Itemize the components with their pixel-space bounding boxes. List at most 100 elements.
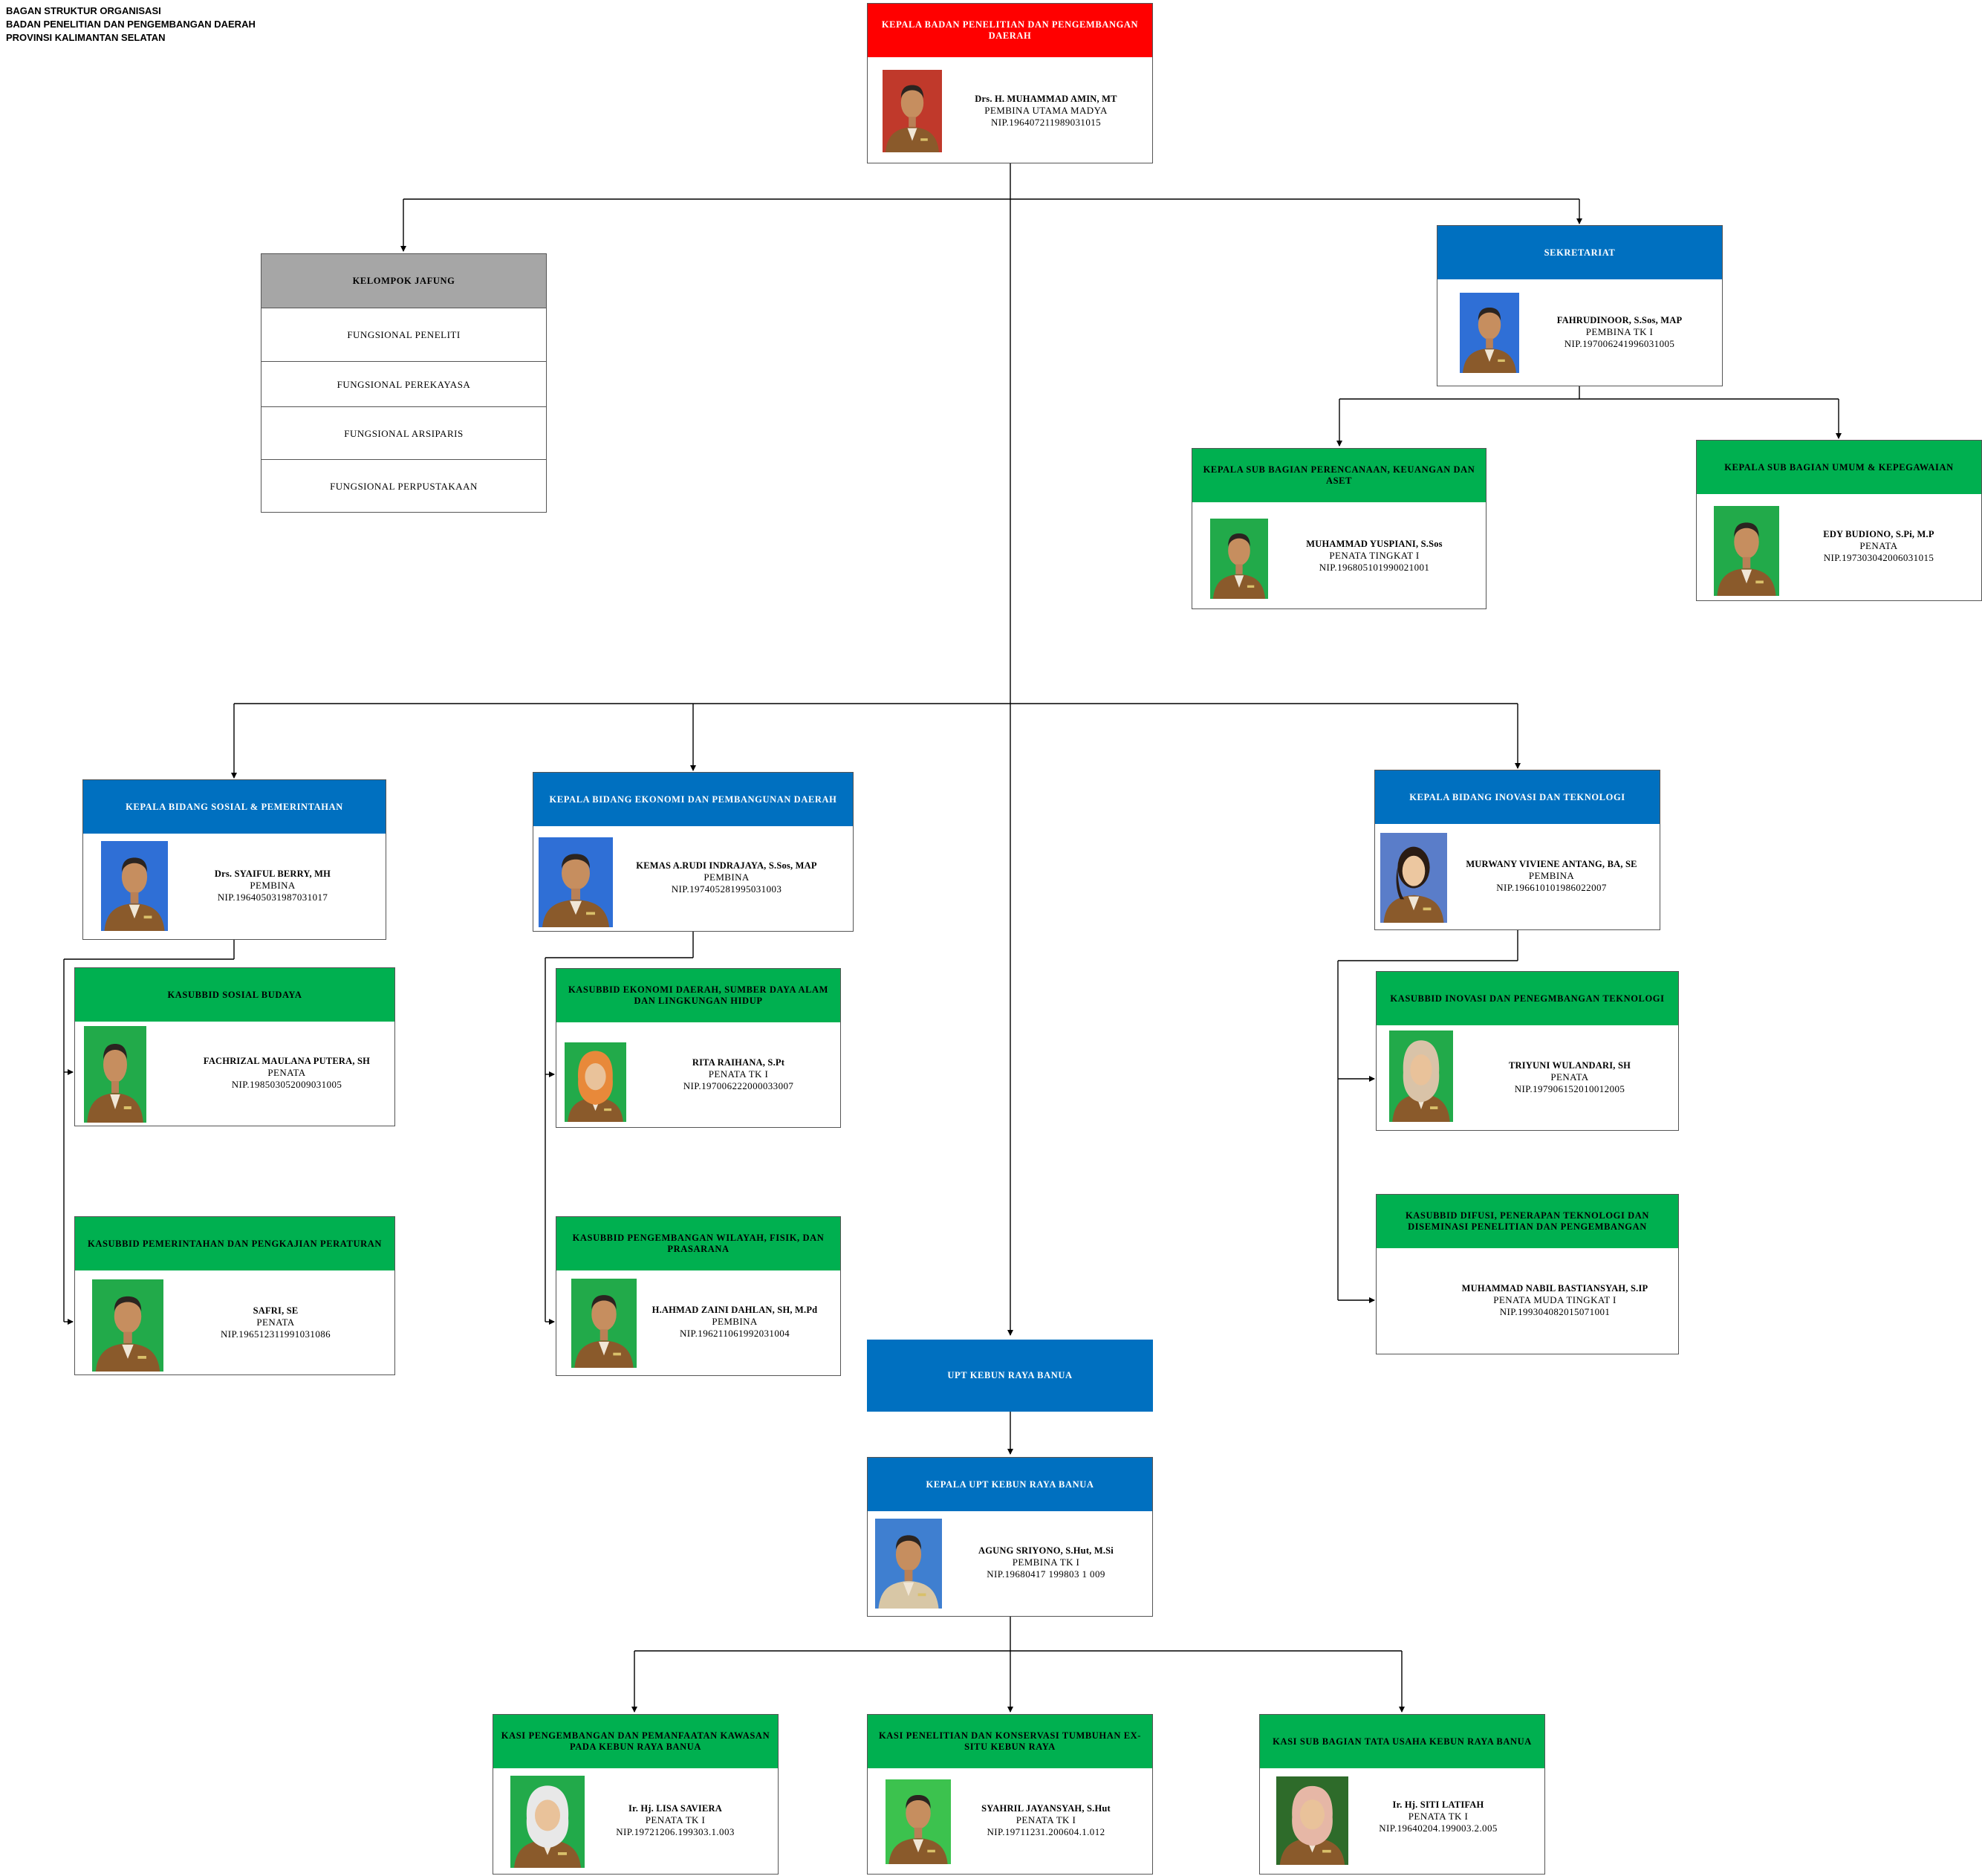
kasubbid-inovasi-info: TRIYUNI WULANDARI, SH PENATA NIP.1979061… [1473,1059,1666,1095]
kasi-penelitian-nip: NIP.19711231.200604.1.012 [987,1826,1105,1837]
kepala-upt-rank: PEMBINA TK I [1012,1557,1080,1568]
kepala-upt-nip: NIP.19680417 199803 1 009 [987,1568,1105,1580]
bidang-inovasi-title: KEPALA BIDANG INOVASI DAN TEKNOLOGI [1375,770,1660,824]
kasubbid-wilayah-info: H.AHMAD ZAINI DAHLAN, SH, M.Pd PEMBINA N… [638,1304,831,1340]
kasubbag-tu-rank: PENATA TK I [1408,1811,1469,1822]
kasi-penelitian-info: SYAHRIL JAYANSYAH, S.Hut PENATA TK I NIP… [949,1802,1143,1838]
kasubbid-sosbud-box: KASUBBID SOSIAL BUDAYA FACHRIZAL MAULANA… [74,967,395,1126]
kasubbid-difusi-rank: PENATA MUDA TINGKAT I [1493,1294,1617,1305]
subbag-perencanaan-info: MUHAMMAD YUSPIANI, S.Sos PENATA TINGKAT … [1274,538,1475,574]
kasubbid-ekonomi-nip: NIP.197006222000033007 [683,1080,794,1091]
subbag-perencanaan-nip: NIP.196805101990021001 [1319,562,1430,573]
kasubbid-pemerintahan-rank: PENATA [256,1317,295,1328]
kasubbid-sosbud-nip: NIP.198503052009031005 [231,1079,342,1090]
kasubbid-sosbud-photo [84,1026,146,1123]
kasi-pengembangan-box: KASI PENGEMBANGAN DAN PEMANFAATAN KAWASA… [493,1714,779,1875]
kepala-badan-title: KEPALA BADAN PENELITIAN DAN PENGEMBANGAN… [868,4,1152,57]
kasi-pengembangan-info: Ir. Hj. LISA SAVIERA PENATA TK I NIP.197… [582,1802,768,1838]
chart-title: BAGAN STRUKTUR ORGANISASI BADAN PENELITI… [6,4,256,45]
kepala-badan-info: Drs. H. MUHAMMAD AMIN, MT PEMBINA UTAMA … [949,93,1143,129]
sekretariat-box: SEKRETARIAT FAHRUDINOOR, S.Sos, MAP PEMB… [1437,225,1723,386]
subbag-umum-name: EDY BUDIONO, S.Pi, M.P [1823,529,1934,539]
subbag-umum-photo [1714,506,1779,596]
bidang-inovasi-name: MURWANY VIVIENE ANTANG, BA, SE [1466,859,1637,869]
sekretariat-title: SEKRETARIAT [1437,226,1722,279]
kasi-pengembangan-rank: PENATA TK I [645,1814,706,1825]
kasi-pengembangan-name: Ir. Hj. LISA SAVIERA [628,1803,722,1814]
sekretariat-info: FAHRUDINOOR, S.Sos, MAP PEMBINA TK I NIP… [1527,314,1712,350]
kasubbid-wilayah-name: H.AHMAD ZAINI DAHLAN, SH, M.Pd [652,1305,818,1315]
kasubbid-inovasi-rank: PENATA [1550,1071,1589,1083]
bidang-ekonomi-name: KEMAS A.RUDI INDRAJAYA, S.Sos, MAP [636,860,817,871]
kasi-penelitian-title: KASI PENELITIAN DAN KONSERVASI TUMBUHAN … [868,1715,1152,1768]
kasubbid-ekonomi-info: RITA RAIHANA, S.Pt PENATA TK I NIP.19700… [646,1057,831,1092]
kasubbid-difusi-nip: NIP.199304082015071001 [1499,1306,1611,1317]
sekretariat-nip: NIP.197006241996031005 [1564,338,1675,349]
chart-title-line-2: BADAN PENELITIAN DAN PENGEMBANGAN DAERAH [6,19,256,30]
kasubbid-pemerintahan-name: SAFRI, SE [253,1305,299,1316]
bidang-ekonomi-photo [539,837,613,927]
kasubbid-wilayah-photo [571,1279,637,1368]
kasubbid-inovasi-photo [1389,1030,1453,1122]
bidang-inovasi-rank: PEMBINA [1528,870,1575,881]
upt-title: UPT KEBUN RAYA BANUA [867,1340,1153,1412]
kasubbid-wilayah-nip: NIP.196211061992031004 [679,1328,790,1339]
kasi-penelitian-rank: PENATA TK I [1016,1814,1076,1825]
kasubbid-wilayah-rank: PEMBINA [712,1316,758,1327]
kasi-pengembangan-photo [510,1776,585,1868]
bidang-sosial-title: KEPALA BIDANG SOSIAL & PEMERINTAHAN [83,780,386,834]
kepala-upt-photo [875,1519,942,1609]
bidang-ekonomi-nip: NIP.197405281995031003 [671,883,782,895]
kasi-penelitian-name: SYAHRIL JAYANSYAH, S.Hut [981,1803,1111,1814]
kasubbid-wilayah-box: KASUBBID PENGEMBANGAN WILAYAH, FISIK, DA… [556,1216,841,1376]
kasubbid-pemerintahan-box: KASUBBID PEMERINTAHAN DAN PENGKAJIAN PER… [74,1216,395,1375]
subbag-umum-title: KEPALA SUB BAGIAN UMUM & KEPEGAWAIAN [1697,441,1981,494]
bidang-inovasi-box: KEPALA BIDANG INOVASI DAN TEKNOLOGI MURW… [1374,770,1660,930]
kasubbag-tu-photo [1276,1776,1348,1865]
sekretariat-rank: PEMBINA TK I [1585,326,1654,337]
kepala-upt-info: AGUNG SRIYONO, S.Hut, M.Si PEMBINA TK I … [949,1545,1143,1580]
kasubbag-tu-title: KASI SUB BAGIAN TATA USAHA KEBUN RAYA BA… [1260,1715,1544,1768]
kepala-badan-photo [883,70,942,152]
kepala-badan-nip: NIP.196407211989031015 [990,117,1102,128]
sekretariat-photo [1460,293,1519,373]
kasubbid-ekonomi-rank: PENATA TK I [708,1068,769,1080]
bidang-sosial-photo [101,841,168,931]
kasubbag-tu-nip: NIP.19640204.199003.2.005 [1379,1823,1498,1834]
bidang-sosial-rank: PEMBINA [250,880,296,891]
kepala-upt-title: KEPALA UPT KEBUN RAYA BANUA [868,1458,1152,1511]
kasubbid-pemerintahan-photo [92,1279,163,1372]
subbag-umum-info: EDY BUDIONO, S.Pi, M.P PENATA NIP.197303… [1782,528,1975,564]
kasi-penelitian-box: KASI PENELITIAN DAN KONSERVASI TUMBUHAN … [867,1714,1153,1875]
bidang-inovasi-photo [1380,833,1447,923]
subbag-umum-rank: PENATA [1859,540,1898,551]
bidang-ekonomi-title: KEPALA BIDANG EKONOMI DAN PEMBANGUNAN DA… [533,773,853,826]
kasubbid-ekonomi-title: KASUBBID EKONOMI DAERAH, SUMBER DAYA ALA… [556,969,840,1022]
bidang-sosial-nip: NIP.196405031987031017 [217,892,328,903]
subbag-umum-box: KEPALA SUB BAGIAN UMUM & KEPEGAWAIAN EDY… [1696,440,1982,601]
kasubbid-inovasi-box: KASUBBID INOVASI DAN PENEGMBANGAN TEKNOL… [1376,971,1679,1131]
bidang-sosial-info: Drs. SYAIFUL BERRY, MH PEMBINA NIP.19640… [172,868,373,903]
bidang-inovasi-nip: NIP.196610101986022007 [1496,882,1607,893]
kasi-pengembangan-title: KASI PENGEMBANGAN DAN PEMANFAATAN KAWASA… [493,1715,778,1768]
sekretariat-name: FAHRUDINOOR, S.Sos, MAP [1556,315,1683,325]
kasubbid-pemerintahan-info: SAFRI, SE PENATA NIP.196512311991031086 [179,1305,372,1340]
bidang-sosial-name: Drs. SYAIFUL BERRY, MH [214,869,331,879]
kasubbid-wilayah-title: KASUBBID PENGEMBANGAN WILAYAH, FISIK, DA… [556,1217,840,1270]
jafung-item-perpustakaan: FUNGSIONAL PERPUSTAKAAN [261,459,546,513]
kepala-upt-box: KEPALA UPT KEBUN RAYA BANUA AGUNG SRIYON… [867,1457,1153,1617]
subbag-perencanaan-title: KEPALA SUB BAGIAN PERENCANAAN, KEUANGAN … [1192,449,1486,502]
kasubbid-ekonomi-box: KASUBBID EKONOMI DAERAH, SUMBER DAYA ALA… [556,968,841,1128]
kasi-penelitian-photo [886,1779,951,1864]
kasubbid-inovasi-nip: NIP.197906152010012005 [1514,1083,1625,1094]
kasubbid-sosbud-info: FACHRIZAL MAULANA PUTERA, SH PENATA NIP.… [186,1055,387,1091]
kasubbid-sosbud-name: FACHRIZAL MAULANA PUTERA, SH [203,1056,371,1066]
bidang-ekonomi-rank: PEMBINA [704,872,750,883]
subbag-perencanaan-photo [1210,519,1268,599]
kepala-upt-name: AGUNG SRIYONO, S.Hut, M.Si [978,1545,1114,1556]
kepala-badan-name: Drs. H. MUHAMMAD AMIN, MT [975,94,1117,104]
kasubbid-ekonomi-name: RITA RAIHANA, S.Pt [692,1057,785,1068]
kasubbid-difusi-name: MUHAMMAD NABIL BASTIANSYAH, S.IP [1461,1283,1648,1294]
kasubbid-ekonomi-photo [565,1042,626,1122]
